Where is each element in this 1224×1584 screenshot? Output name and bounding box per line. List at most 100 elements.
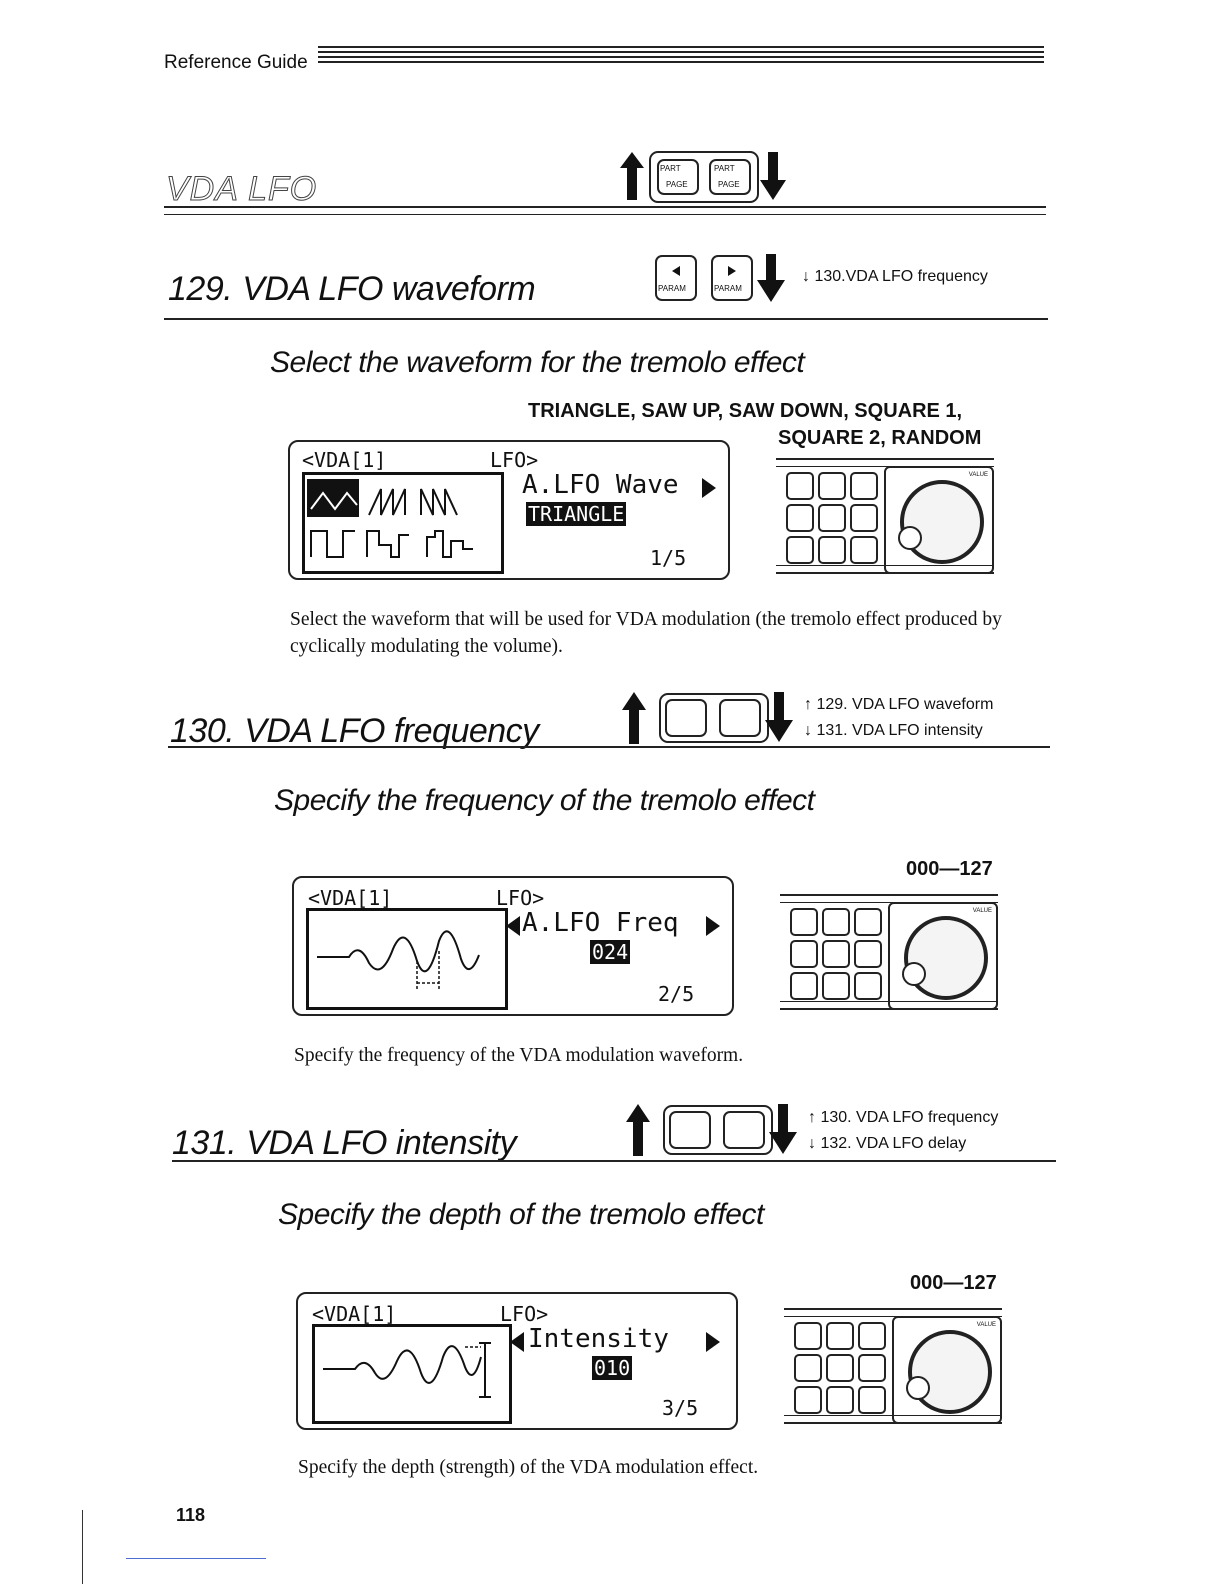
section-title-text: VDA LFO waveform <box>242 270 536 308</box>
panel-key <box>786 536 814 564</box>
section-130-description: Specify the frequency of the VDA modulat… <box>294 1045 744 1066</box>
lcd-value: 024 <box>590 940 631 964</box>
control-panel-129: VALUE <box>776 458 994 574</box>
panel-key <box>786 504 814 532</box>
lfo-frequency-graphic <box>306 908 508 1010</box>
down-arrow-icon <box>757 254 785 302</box>
panel-key <box>858 1386 886 1414</box>
header-guide-label: Reference Guide <box>164 52 308 73</box>
panel-top-rule <box>784 1308 1002 1317</box>
lcd-page-indicator: 2/5 <box>658 982 695 1006</box>
section-130-subtitle: Specify the frequency of the tremolo eff… <box>274 784 815 817</box>
right-triangle-icon <box>706 916 720 936</box>
panel-key <box>850 472 878 500</box>
section-130-nav: ↑ 129. VDA LFO waveform ↓ 131. VDA LFO i… <box>804 692 993 744</box>
lcd-head-left: <VDA[1] <box>302 448 387 472</box>
panel-key <box>858 1322 886 1350</box>
panel-top-rule <box>776 458 994 467</box>
section-number: 129. <box>168 270 233 308</box>
value-knob-icon <box>906 1330 992 1414</box>
footer-blue-line <box>126 1558 266 1559</box>
panel-key <box>854 908 882 936</box>
page-left-label: PAGE <box>666 180 688 189</box>
down-arrow-icon <box>765 692 793 742</box>
right-triangle-icon <box>702 478 716 498</box>
section-129-values: TRIANGLE, SAW UP, SAW DOWN, SQUARE 1, SQ… <box>528 398 981 452</box>
control-panel-131: VALUE <box>784 1308 1002 1424</box>
right-triangle-icon <box>706 1332 720 1352</box>
param-buttons-graphic <box>624 1102 804 1158</box>
lcd-head-right: LFO> <box>490 448 539 472</box>
lcd-page-indicator: 1/5 <box>650 546 687 570</box>
panel-key <box>858 1354 886 1382</box>
section-title-text: VDA LFO frequency <box>244 712 539 750</box>
panel-key <box>826 1322 854 1350</box>
lcd-display-129: <VDA[1] LFO> A.LFO Wave TRIANGLE 1/5 <box>288 440 730 580</box>
page-buttons-graphic: PART PAGE PART PAGE <box>618 148 793 206</box>
param-buttons-graphic: PARAM PARAM <box>654 252 794 304</box>
lcd-head-left: <VDA[1] <box>308 886 393 910</box>
panel-bottom-rule <box>776 565 994 574</box>
up-arrow-icon <box>620 152 644 200</box>
param-left-label: PARAM <box>658 284 686 293</box>
up-arrow-icon <box>622 692 646 744</box>
panel-bottom-rule <box>784 1415 1002 1424</box>
panel-top-rule <box>780 894 998 903</box>
section-rule <box>164 318 1048 320</box>
chapter-rule <box>164 206 1046 215</box>
value-knob-icon <box>898 480 984 564</box>
lcd-head-right: LFO> <box>496 886 545 910</box>
footer-margin-line <box>82 1510 83 1584</box>
panel-key <box>818 536 846 564</box>
panel-bottom-rule <box>780 1001 998 1010</box>
section-number: 130. <box>170 712 235 750</box>
lcd-head-left: <VDA[1] <box>312 1302 397 1326</box>
values-line-2: SQUARE 2, RANDOM <box>778 427 982 449</box>
nav-down-link: ↓ 130.VDA LFO frequency <box>802 268 988 285</box>
param-right-label: PARAM <box>714 284 742 293</box>
chapter-title: VDA LFO <box>165 170 318 209</box>
panel-key <box>790 940 818 968</box>
panel-key <box>818 472 846 500</box>
section-131-title: 131.VDA LFO intensity <box>172 1124 517 1163</box>
lcd-value: 010 <box>592 1356 633 1380</box>
down-arrow-icon <box>769 1104 797 1154</box>
section-rule <box>172 1160 1056 1162</box>
values-line-1: TRIANGLE, SAW UP, SAW DOWN, SQUARE 1, <box>528 400 963 422</box>
section-131-description: Specify the depth (strength) of the VDA … <box>298 1457 759 1478</box>
section-title-text: VDA LFO intensity <box>246 1124 517 1162</box>
panel-key <box>786 472 814 500</box>
section-129-subtitle: Select the waveform for the tremolo effe… <box>270 346 805 379</box>
panel-key <box>822 940 850 968</box>
section-129-title: 129.VDA LFO waveform <box>168 270 536 309</box>
waveform-graphic <box>302 472 504 574</box>
lcd-param-name: A.LFO Freq <box>522 908 679 938</box>
param-buttons-graphic <box>620 690 800 746</box>
nav-down-link: ↓ 131. VDA LFO intensity <box>804 722 983 739</box>
nav-up-link: ↑ 130. VDA LFO frequency <box>808 1109 999 1126</box>
section-129-description: Select the waveform that will be used fo… <box>290 609 1002 657</box>
panel-key <box>790 908 818 936</box>
value-knob-area: VALUE <box>892 1316 1002 1424</box>
value-knob-area: VALUE <box>888 902 998 1010</box>
page-right-label: PAGE <box>718 180 740 189</box>
nav-down-link: ↓ 132. VDA LFO delay <box>808 1135 967 1152</box>
section-129-nav: ↓ 130.VDA LFO frequency <box>802 264 988 290</box>
control-panel-130: VALUE <box>780 894 998 1010</box>
value-label: VALUE <box>968 472 988 478</box>
lcd-display-131: <VDA[1] LFO> Intensity 010 3/5 <box>296 1292 738 1430</box>
section-131-range: 000—127 <box>910 1272 997 1294</box>
section-number: 131. <box>172 1124 237 1162</box>
panel-key <box>850 536 878 564</box>
panel-key <box>826 1386 854 1414</box>
panel-key <box>826 1354 854 1382</box>
lcd-display-130: <VDA[1] LFO> A.LFO Freq 024 2/5 <box>292 876 734 1016</box>
value-knob-area: VALUE <box>884 466 994 574</box>
value-label: VALUE <box>976 1322 996 1328</box>
lcd-param-name: Intensity <box>528 1324 669 1354</box>
value-knob-icon <box>902 916 988 1000</box>
section-131-nav: ↑ 130. VDA LFO frequency ↓ 132. VDA LFO … <box>808 1105 998 1157</box>
panel-key <box>794 1386 822 1414</box>
panel-key <box>790 972 818 1000</box>
panel-key <box>818 504 846 532</box>
